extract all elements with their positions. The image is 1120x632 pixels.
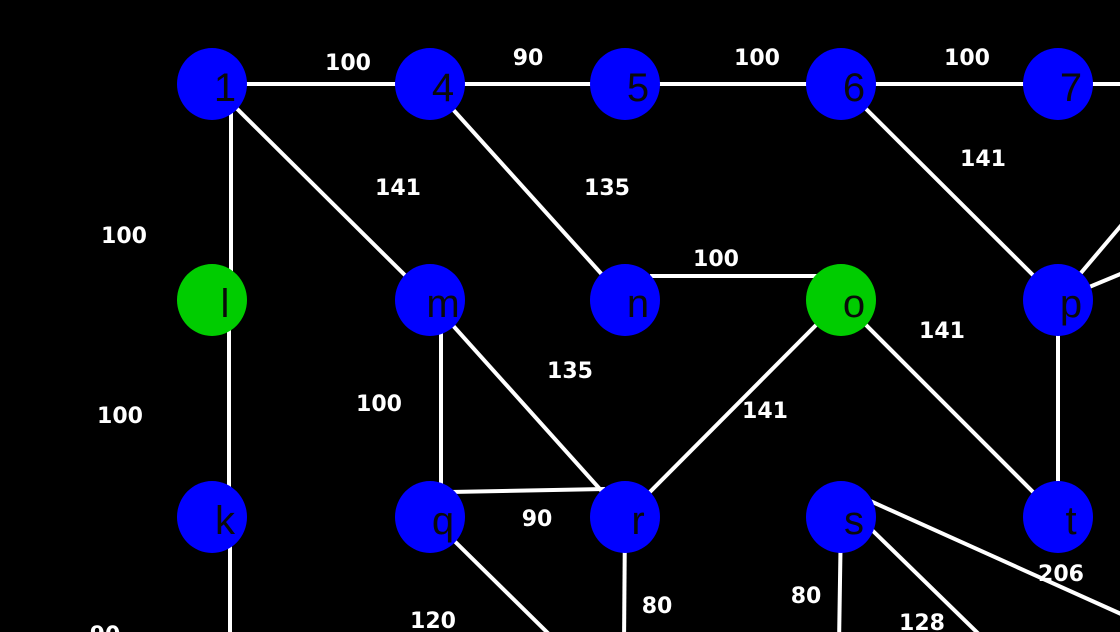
node-label: t	[1065, 499, 1076, 543]
node-circle	[177, 481, 247, 553]
edge-weight-m-q: 100	[356, 392, 402, 417]
node-circle	[395, 48, 465, 120]
node-circle	[1023, 48, 1093, 120]
edge-weight-m-r: 135	[547, 359, 593, 384]
node-p[interactable]: p	[1023, 264, 1093, 336]
node-q[interactable]: q	[395, 481, 465, 553]
node-4[interactable]: 4	[395, 48, 465, 120]
node-label: r	[631, 499, 644, 543]
node-circle	[590, 264, 660, 336]
node-circle	[177, 48, 247, 120]
node-label: 7	[1060, 66, 1082, 110]
edge-weight-s-offscreen-bottom-s2: 128	[899, 611, 945, 632]
node-circle	[806, 264, 876, 336]
node-s[interactable]: s	[806, 481, 876, 553]
node-label: s	[844, 499, 864, 543]
edge-weight-q-offscreen-bottom-q: 120	[410, 609, 456, 632]
node-n[interactable]: n	[590, 264, 660, 336]
node-label: m	[426, 282, 459, 326]
edge-weight-q-r: 90	[522, 507, 553, 532]
edge-weight-5-6: 100	[734, 46, 780, 71]
edge-4-n	[428, 82, 627, 302]
node-t[interactable]: t	[1023, 481, 1093, 553]
node-label: 5	[627, 66, 649, 110]
node-circle	[590, 481, 660, 553]
edge-m-r	[428, 298, 627, 519]
edge-weight-1-l: 100	[101, 224, 147, 249]
edge-s-offscreen-right-s	[867, 498, 1120, 616]
node-circle	[590, 48, 660, 120]
edge-weight-s-offscreen-bottom-s: 80	[791, 584, 822, 609]
node-label: 4	[432, 66, 454, 110]
node-k[interactable]: k	[177, 481, 247, 553]
edge-weight-o-t: 141	[919, 319, 965, 344]
edge-s-offscreen-bottom-s2	[870, 528, 980, 632]
node-m[interactable]: m	[395, 264, 465, 336]
edge-weight-k-offscreen-bottom-k: 90	[90, 623, 121, 632]
node-label: q	[432, 499, 454, 543]
edge-weight-1-4: 100	[325, 51, 371, 76]
node-circle	[806, 481, 876, 553]
node-1[interactable]: 1	[177, 48, 247, 120]
node-label: 1	[214, 66, 236, 110]
edge-weight-6-p: 141	[960, 147, 1006, 172]
node-l[interactable]: l	[177, 264, 247, 336]
edge-weight-o-r: 141	[742, 399, 788, 424]
edge-weight-4-5: 90	[513, 46, 544, 71]
node-label: o	[843, 282, 865, 326]
edge-weight-r-offscreen-bottom-r: 80	[642, 594, 673, 619]
edge-weight-1-m: 141	[375, 176, 421, 201]
node-label: 6	[843, 66, 865, 110]
node-label: l	[221, 282, 230, 326]
node-r[interactable]: r	[590, 481, 660, 553]
node-label: k	[215, 499, 236, 543]
node-7[interactable]: 7	[1023, 48, 1093, 120]
node-circle	[177, 264, 247, 336]
edge-q-r	[449, 487, 606, 494]
node-6[interactable]: 6	[806, 48, 876, 120]
edge-weight-4-n: 135	[584, 176, 630, 201]
node-label: p	[1060, 282, 1082, 326]
edge-1-m	[210, 82, 432, 302]
node-circle	[395, 264, 465, 336]
node-circle	[1023, 481, 1093, 553]
node-label: n	[627, 282, 649, 326]
edge-weight-l-k: 100	[97, 404, 143, 429]
node-circle	[806, 48, 876, 120]
edge-6-p	[839, 82, 1060, 302]
node-circle	[1023, 264, 1093, 336]
edge-o-t	[839, 298, 1060, 519]
edge-o-r	[623, 298, 843, 519]
node-o[interactable]: o	[806, 264, 876, 336]
node-5[interactable]: 5	[590, 48, 660, 120]
edge-weight-6-7: 100	[944, 46, 990, 71]
edge-weight-n-o: 100	[693, 247, 739, 272]
edge-weight-s-offscreen-right-s: 206	[1038, 562, 1084, 587]
node-circle	[395, 481, 465, 553]
